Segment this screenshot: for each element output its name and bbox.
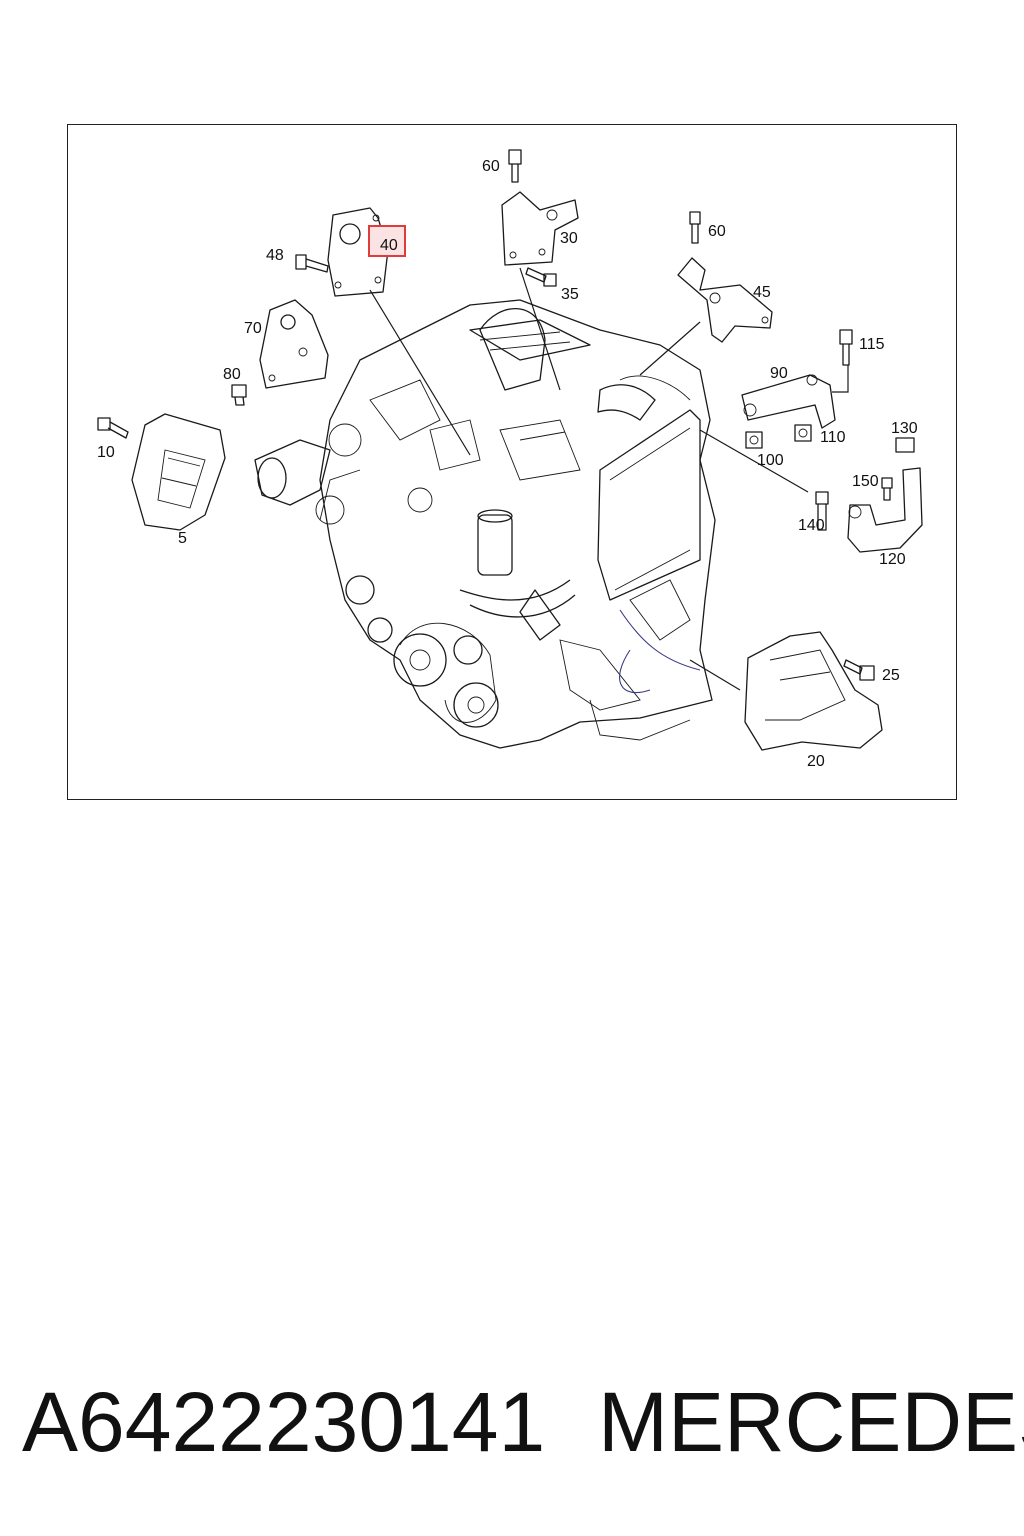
part-60-stud-right (689, 211, 701, 244)
part-140-bolt (815, 491, 829, 531)
part-115-bolt (839, 329, 853, 366)
callout-60-right: 60 (708, 223, 726, 240)
callout-80: 80 (223, 366, 241, 383)
part-60-stud-top (508, 149, 522, 183)
part-45-bracket (677, 257, 773, 343)
callout-labels: 60 30 40 48 35 60 45 70 115 80 90 10 110… (97, 158, 918, 770)
callout-115: 115 (859, 336, 885, 353)
callout-140: 140 (798, 517, 825, 534)
part-20-heat-shield (744, 631, 883, 751)
part-25-bolt (843, 659, 875, 681)
diagram-frame (67, 124, 957, 800)
callout-48: 48 (266, 247, 284, 264)
brand-name: MERCEDES (598, 1375, 1024, 1469)
part-10-bolt (97, 417, 129, 439)
part-70-plate (259, 299, 329, 389)
callout-70: 70 (244, 320, 262, 337)
part-30-bracket (501, 191, 579, 266)
part-80-bolt (231, 384, 247, 406)
callout-150: 150 (852, 473, 879, 490)
part-5-heat-shield (131, 413, 226, 531)
callout-45: 45 (753, 284, 771, 301)
engine-assembly (254, 299, 716, 749)
callout-130: 130 (891, 420, 918, 437)
part-130-nut (895, 437, 915, 453)
part-150-bolt (881, 477, 893, 501)
part-120-bracket (847, 467, 923, 553)
part-48-bolt (295, 254, 329, 273)
callout-40: 40 (380, 237, 398, 254)
callout-35: 35 (561, 286, 579, 303)
part-number: A6422230141 (22, 1375, 546, 1469)
part-110-nut (794, 424, 812, 442)
callout-60-top: 60 (482, 158, 500, 175)
part-40-gasket (327, 207, 389, 297)
footer-caption: A6422230141 MERCEDES (0, 1372, 1024, 1472)
callout-30: 30 (560, 230, 578, 247)
part-100-nut (745, 431, 763, 449)
callout-110: 110 (820, 429, 846, 446)
highlight-box (368, 225, 406, 257)
part-90-arm (741, 374, 836, 429)
callout-100: 100 (757, 452, 784, 469)
callout-10: 10 (97, 444, 115, 461)
part-35-bolt (525, 267, 557, 287)
callout-5: 5 (178, 530, 187, 547)
callout-25: 25 (882, 667, 900, 684)
callout-120: 120 (879, 551, 906, 568)
callout-90: 90 (770, 365, 788, 382)
callout-20: 20 (807, 753, 825, 770)
